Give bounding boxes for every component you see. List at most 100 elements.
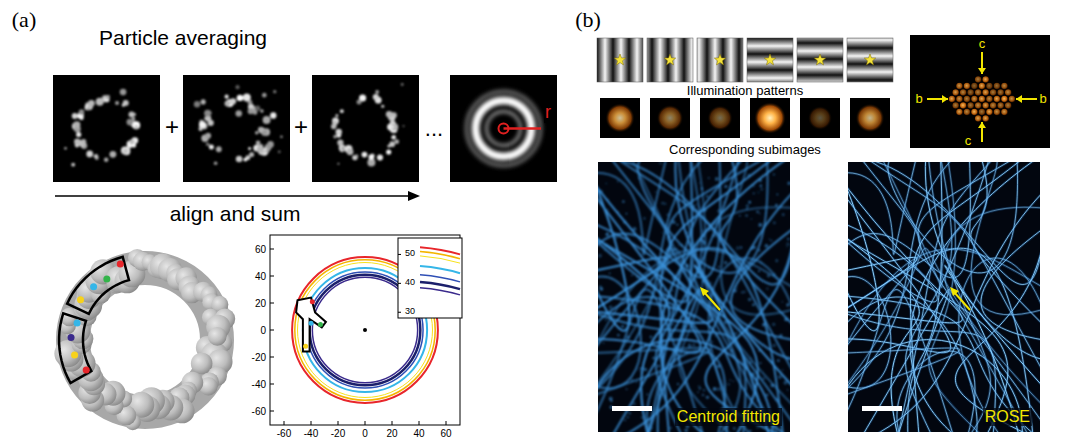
figure-art (638, 319, 640, 321)
figure-art (652, 356, 655, 359)
figure-art (64, 89, 140, 167)
direction-letter: c (965, 134, 972, 148)
figure-art (256, 140, 261, 145)
figure-art (994, 109, 1001, 116)
figure-art (333, 135, 337, 139)
figure-art (666, 248, 670, 252)
figure-art (986, 109, 993, 116)
figure-art (692, 314, 695, 317)
inset-tick: 50 (405, 249, 415, 259)
figure-art (628, 321, 632, 325)
figure-art (756, 399, 759, 402)
figure-art (649, 426, 653, 430)
figure-art (636, 368, 638, 370)
figure-art (723, 201, 725, 203)
figure-art (670, 364, 673, 367)
figure-art (278, 151, 281, 154)
figure-art (270, 384, 274, 385)
figure-art (643, 217, 646, 220)
figure-art (730, 349, 733, 352)
figure-art (668, 369, 671, 372)
figure-art (391, 123, 399, 131)
figure-art (617, 181, 619, 183)
figure-art (750, 247, 753, 250)
figure-art (733, 427, 735, 429)
figure-art (655, 191, 657, 193)
figure-art (368, 154, 374, 160)
pointer-arrow (954, 292, 970, 310)
figure-art (338, 421, 339, 425)
figure-art (739, 215, 741, 217)
illumination-pattern (697, 38, 743, 82)
figure-art (949, 96, 956, 103)
figure-art (235, 85, 239, 89)
axis-tick: 0 (362, 428, 368, 439)
figure-art (787, 389, 789, 391)
figure-art (270, 276, 274, 277)
figure-art (657, 105, 684, 132)
figure-art (979, 96, 986, 103)
figure-art (735, 171, 738, 174)
figure-art (609, 397, 613, 401)
figure-art (648, 375, 651, 378)
figure-art (259, 144, 263, 148)
figure-art (717, 209, 721, 213)
figure-art (716, 388, 720, 392)
micrograph-panel: ROSE (848, 162, 1040, 432)
figure-art (747, 174, 750, 177)
figure-art (745, 328, 749, 332)
figure-art (631, 274, 633, 276)
figure-art (709, 318, 711, 320)
figure-art (982, 115, 989, 122)
figure-art (688, 344, 692, 348)
figure-art (398, 254, 401, 255)
illumination-pattern (597, 38, 643, 82)
figure-art (782, 369, 784, 371)
figure-art (1009, 96, 1016, 103)
figure-art (122, 148, 128, 154)
figure-art (355, 154, 358, 157)
figure-art (598, 254, 602, 258)
figure-art (773, 174, 775, 176)
figure-art (603, 342, 605, 344)
figure-art (685, 231, 688, 234)
figure-art (975, 102, 982, 109)
figure-art (759, 260, 761, 262)
figure-art (950, 287, 959, 296)
figure-art (787, 181, 790, 185)
figure-art (752, 304, 755, 307)
subimage (750, 98, 790, 138)
figure-art (671, 289, 674, 292)
figure-art (967, 102, 974, 109)
figure-art (673, 361, 676, 364)
figure-art (629, 412, 631, 414)
figure-art (623, 220, 627, 224)
figure-art (691, 162, 780, 432)
figure-art (614, 235, 618, 239)
figure-art (763, 377, 765, 379)
figure-art (678, 354, 680, 356)
figure-art (975, 76, 982, 83)
emitter-star (864, 54, 875, 65)
figure-art (734, 357, 737, 360)
figure-art (121, 146, 129, 154)
figure-art (760, 262, 763, 265)
figure-art (749, 357, 752, 360)
figure-art (975, 89, 982, 96)
figure-art (670, 244, 673, 247)
figure-art (955, 232, 1040, 432)
figure-art (671, 248, 673, 250)
figure-art (703, 241, 706, 244)
figure-art (733, 289, 737, 293)
filament-image (598, 162, 790, 432)
direction-letter: b (1039, 92, 1046, 106)
figure-art (978, 68, 986, 74)
figure-art (198, 127, 202, 131)
figure-art (782, 213, 785, 216)
figure-art (398, 312, 401, 313)
figure-art (633, 227, 637, 231)
figure-art (243, 93, 251, 101)
plus-sign: + (294, 114, 308, 140)
figure-art (120, 89, 127, 96)
figure-art (732, 380, 734, 382)
